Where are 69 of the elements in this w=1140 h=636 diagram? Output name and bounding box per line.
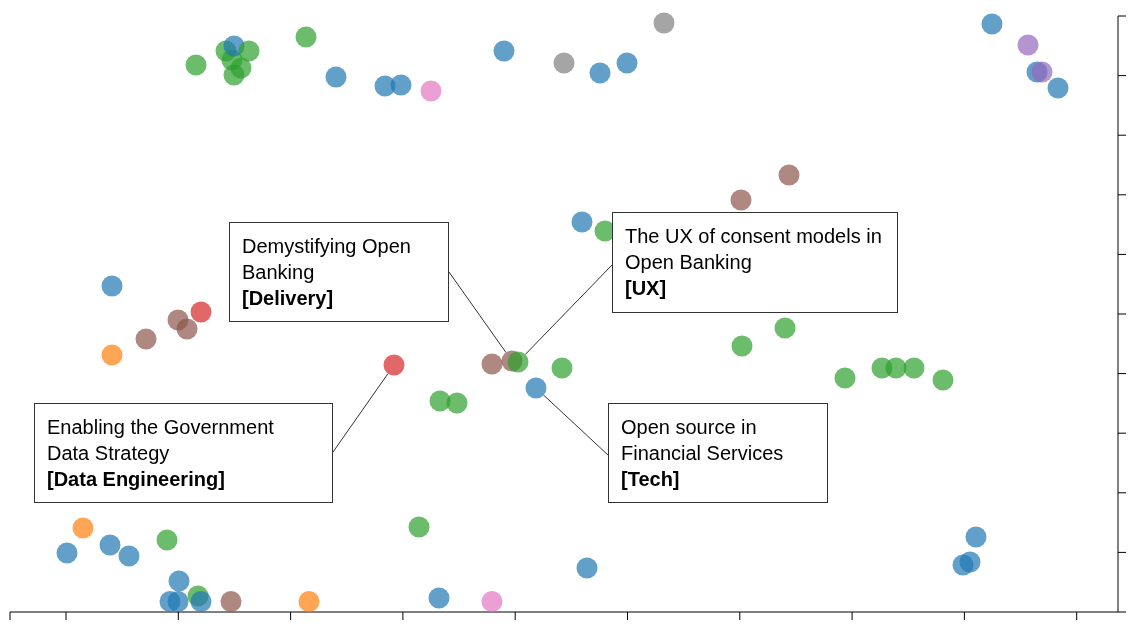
data-point bbox=[220, 591, 242, 612]
data-point bbox=[481, 353, 503, 375]
data-point bbox=[903, 357, 925, 379]
callout-text: The UX of consent models in Open Banking bbox=[625, 224, 883, 275]
data-point bbox=[101, 275, 123, 297]
callout-text: Open source in Financial Services bbox=[621, 415, 785, 466]
data-point bbox=[383, 354, 405, 376]
data-point bbox=[230, 57, 252, 79]
data-point bbox=[168, 570, 190, 592]
callout-text: Demystifying Open Banking bbox=[242, 234, 412, 285]
data-point bbox=[446, 392, 468, 414]
data-point bbox=[428, 587, 450, 609]
data-point bbox=[551, 357, 573, 379]
data-point bbox=[525, 377, 547, 399]
data-point bbox=[390, 74, 412, 96]
data-point bbox=[589, 62, 611, 84]
leader-line bbox=[448, 271, 507, 353]
data-point bbox=[616, 52, 638, 74]
data-point bbox=[730, 189, 752, 211]
data-point bbox=[553, 52, 575, 74]
data-point bbox=[325, 66, 347, 88]
data-point bbox=[1047, 77, 1069, 99]
category-label: [UX] bbox=[625, 276, 668, 301]
data-point bbox=[481, 591, 503, 612]
data-point bbox=[56, 542, 78, 564]
data-point bbox=[420, 80, 442, 102]
data-point bbox=[238, 40, 260, 62]
callout-text: Enabling the Government Data Strategy bbox=[47, 415, 275, 466]
data-point bbox=[571, 211, 593, 233]
data-point bbox=[190, 591, 212, 612]
data-point bbox=[135, 328, 157, 350]
data-point bbox=[298, 591, 320, 612]
data-point bbox=[185, 54, 207, 76]
data-point bbox=[653, 12, 675, 34]
data-point bbox=[965, 526, 987, 548]
data-point bbox=[167, 591, 189, 612]
data-point bbox=[731, 335, 753, 357]
data-point bbox=[118, 545, 140, 567]
data-point bbox=[778, 164, 800, 186]
data-point bbox=[156, 529, 178, 551]
data-point bbox=[834, 367, 856, 389]
data-point bbox=[932, 369, 954, 391]
data-point bbox=[885, 357, 907, 379]
data-point bbox=[429, 390, 451, 412]
callout-box bbox=[34, 403, 333, 503]
data-point bbox=[295, 26, 317, 48]
callout-box bbox=[608, 403, 828, 503]
data-point bbox=[576, 557, 598, 579]
data-point bbox=[1017, 34, 1039, 56]
data-point bbox=[101, 344, 123, 366]
data-point bbox=[493, 40, 515, 62]
leader-line bbox=[543, 394, 609, 456]
data-point bbox=[981, 13, 1003, 35]
data-point bbox=[774, 317, 796, 339]
category-label: [Tech] bbox=[621, 467, 681, 492]
data-point bbox=[176, 318, 198, 340]
category-label: [Data Engineering] bbox=[47, 467, 226, 492]
data-point bbox=[99, 534, 121, 556]
callout-box bbox=[612, 212, 898, 313]
data-point bbox=[408, 516, 430, 538]
category-label: [Delivery] bbox=[242, 286, 335, 311]
data-point bbox=[507, 351, 529, 373]
data-point bbox=[1031, 61, 1053, 83]
data-point bbox=[959, 551, 981, 573]
data-point bbox=[72, 517, 94, 539]
data-point bbox=[190, 301, 212, 323]
leader-line bbox=[332, 373, 389, 453]
leader-line bbox=[524, 264, 613, 355]
callout-box bbox=[229, 222, 449, 322]
